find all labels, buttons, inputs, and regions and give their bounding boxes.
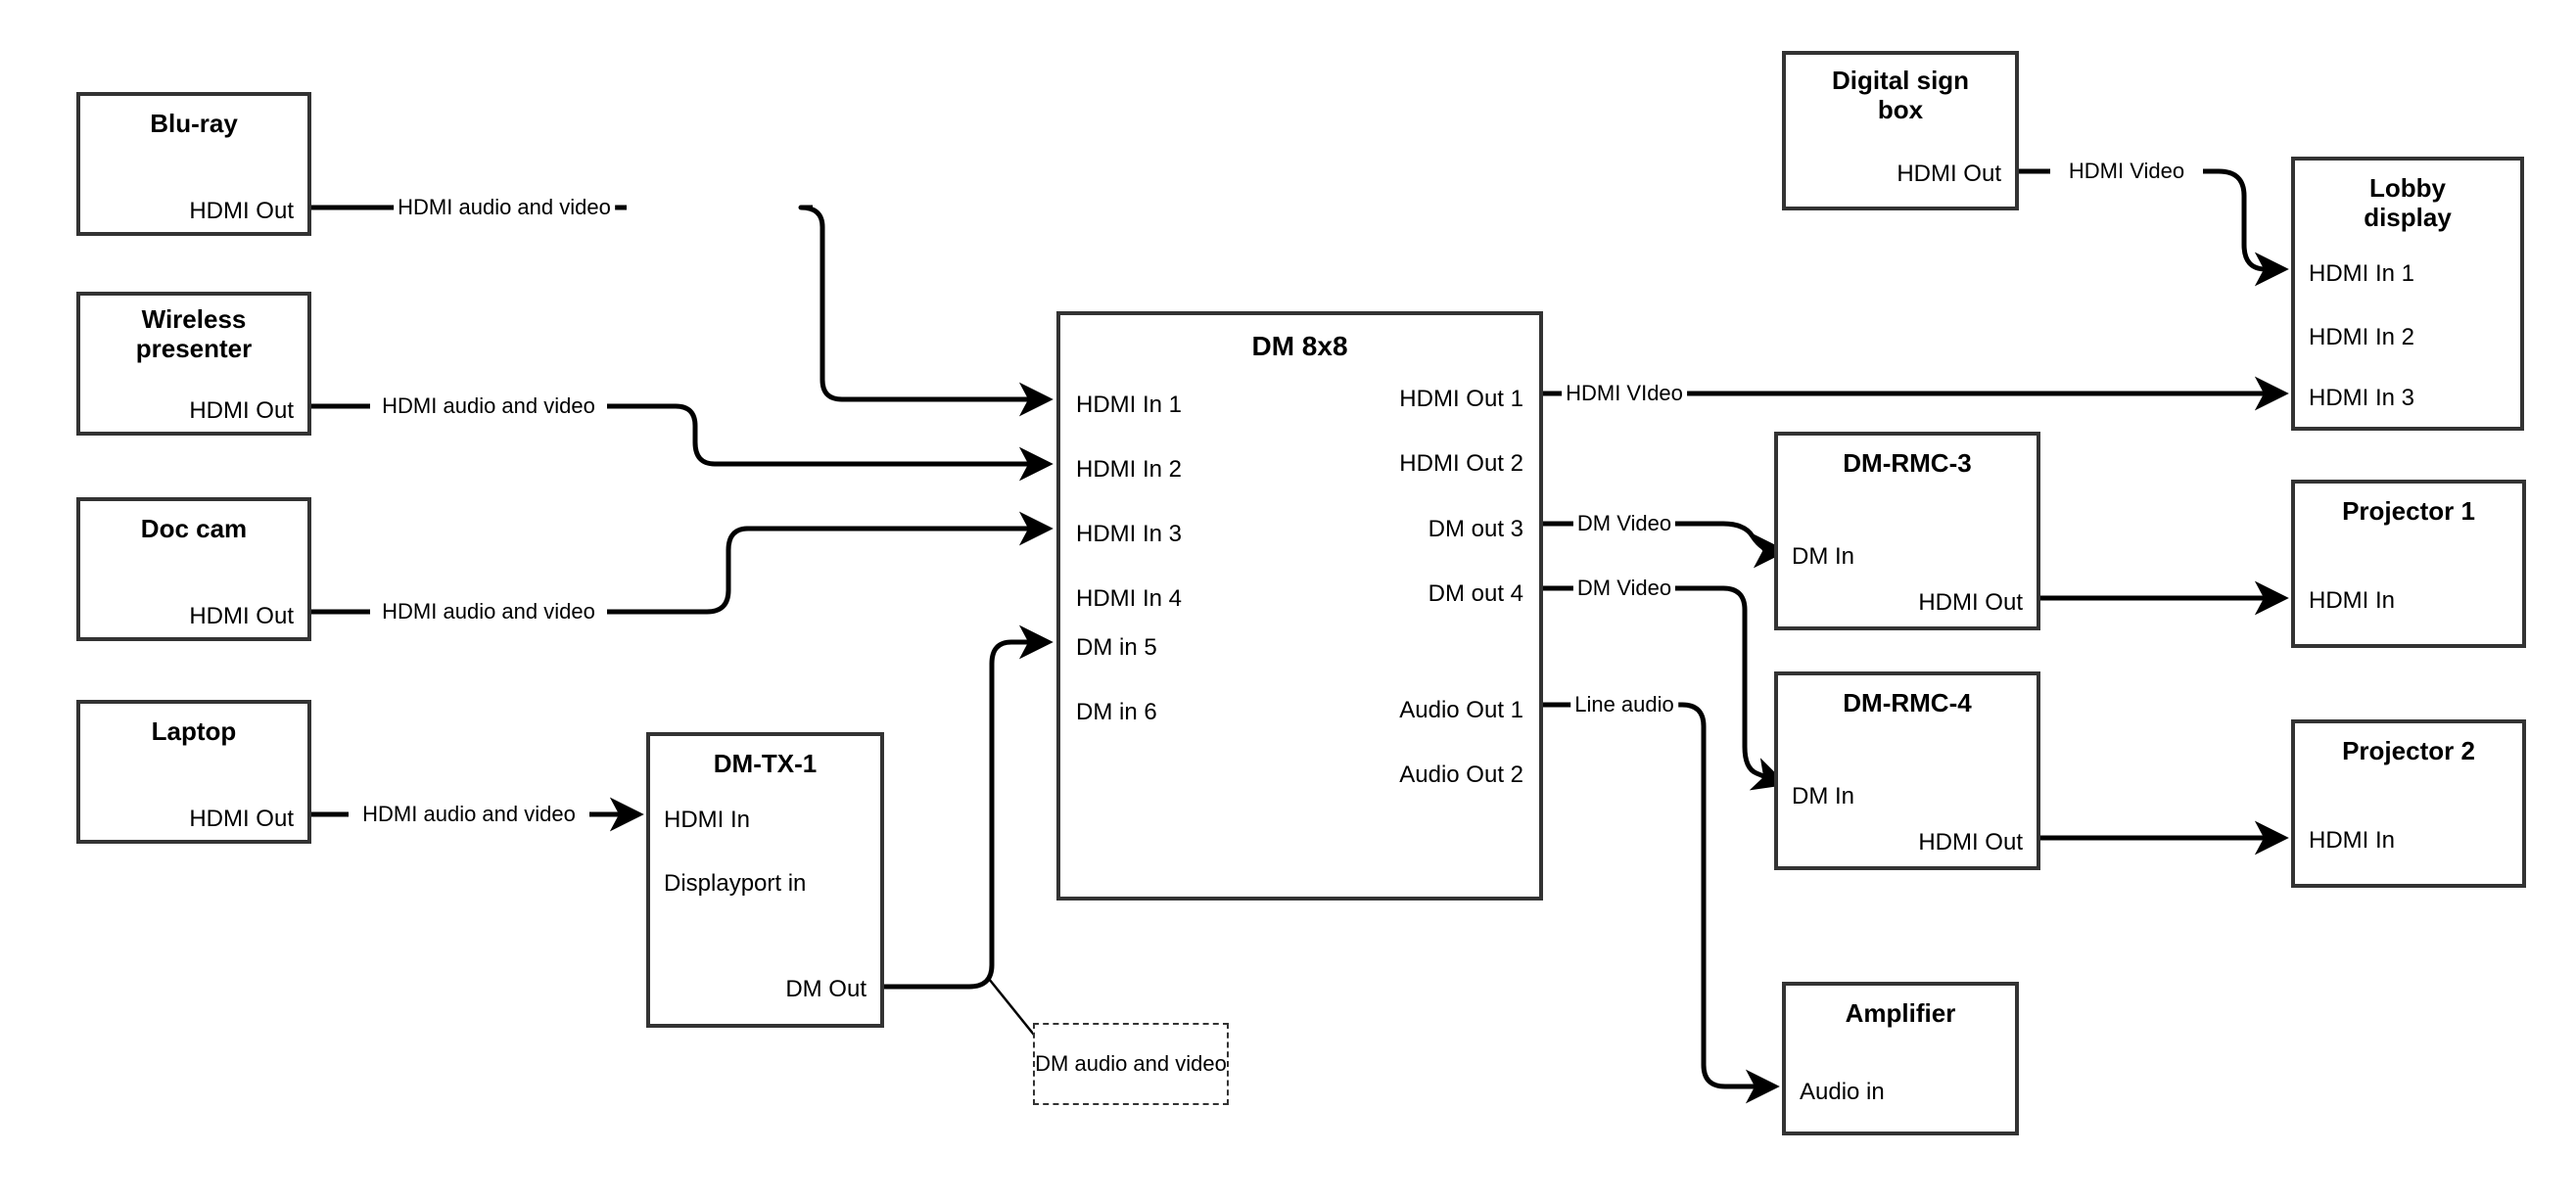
node-dm-rmc-3-port-hdmi-out: HDMI Out	[1918, 589, 2023, 616]
node-dm-8x8-output-dm-out-3: DM out 3	[1428, 516, 1523, 542]
node-wireless-presenter-title: Wireless presenter	[135, 304, 253, 363]
node-dm-8x8-output-audio-out-2: Audio Out 2	[1399, 762, 1523, 788]
wire-doccam-to-dm8x8-in3-b	[607, 511, 1054, 615]
node-dm-8x8-input-hdmi-in-1: HDMI In 1	[1076, 392, 1183, 418]
node-dm-8x8-title: DM 8x8	[1251, 331, 1348, 361]
edge-label-bluray-to-dm8x8-in1: HDMI audio and video	[394, 195, 615, 220]
node-laptop[interactable]: Laptop HDMI Out	[76, 700, 311, 844]
node-dm-rmc-4-title: DM-RMC-4	[1843, 688, 1972, 717]
wire-dmtx1-to-dm8x8-in5	[884, 624, 1054, 990]
node-lobby-display-port-hdmi-in-3: HDMI In 3	[2309, 385, 2415, 411]
node-digital-sign-box-title: Digital sign box	[1831, 66, 1970, 124]
node-projector-1-port-hdmi-in: HDMI In	[2309, 587, 2396, 614]
node-dm-8x8-input-dm-in-5: DM in 5	[1076, 634, 1157, 661]
node-dm-8x8-input-hdmi-in-4: HDMI In 4	[1076, 585, 1183, 612]
node-dm-8x8-output-hdmi-out-1: HDMI Out 1	[1399, 386, 1523, 412]
wire-bluray-to-dm8x8-in1-b	[798, 205, 1054, 417]
edge-label-dm8x8-out1-to-lobby: HDMI VIdeo	[1562, 381, 1687, 406]
node-amplifier-title: Amplifier	[1845, 998, 1956, 1028]
node-dm-tx-1-title: DM-TX-1	[713, 749, 818, 778]
node-dm-tx-1-port-dm-out: DM Out	[785, 976, 866, 1002]
node-wireless-presenter[interactable]: Wireless presenter HDMI Out	[76, 292, 311, 436]
wire-dm8x8-out3-to-rmc3-b	[1664, 521, 1788, 569]
node-dm-tx-1-port-displayport-in: Displayport in	[664, 870, 807, 897]
wire-digitalsign-to-lobby-in1-b	[2203, 168, 2289, 287]
node-lobby-display-title: Lobby display	[2364, 173, 2452, 232]
edge-label-dm8x8-out4-to-rmc4: DM Video	[1572, 576, 1676, 601]
node-bluray[interactable]: Blu-ray HDMI Out	[76, 92, 311, 236]
node-dm-8x8-output-dm-out-4: DM out 4	[1428, 580, 1523, 607]
node-dm-rmc-3-title: DM-RMC-3	[1843, 448, 1972, 478]
node-dm-8x8-input-dm-in-6: DM in 6	[1076, 699, 1157, 725]
node-wireless-presenter-port-hdmi-out: HDMI Out	[189, 397, 294, 424]
node-dm-tx-1-port-hdmi-in: HDMI In	[664, 807, 751, 833]
edge-label-dm8x8-out3-to-rmc3: DM Video	[1572, 511, 1676, 536]
node-dm-tx-1[interactable]: DM-TX-1 HDMI In Displayport in DM Out	[646, 732, 884, 1028]
wire-dm8x8-audioout1-to-amp-b	[1664, 702, 1780, 1104]
node-doc-cam-title: Doc cam	[140, 514, 248, 543]
annotation-dm-audio-and-video: DM audio and video	[1033, 1023, 1229, 1105]
node-bluray-port-hdmi-out: HDMI Out	[189, 198, 294, 224]
node-dm-8x8-input-hdmi-in-3: HDMI In 3	[1076, 521, 1183, 547]
node-amplifier-port-audio-in: Audio in	[1800, 1079, 1885, 1105]
edge-label-wireless-to-dm8x8-in2: HDMI audio and video	[378, 393, 599, 419]
edge-label-doccam-to-dm8x8-in3: HDMI audio and video	[378, 599, 599, 624]
wire-dm8x8-out4-to-rmc4-b	[1664, 585, 1788, 791]
wire-wireless-to-dm8x8-in2-b	[607, 403, 1054, 482]
node-dm-rmc-3-port-dm-in: DM In	[1792, 543, 1855, 570]
node-projector-2[interactable]: Projector 2 HDMI In	[2291, 719, 2526, 888]
node-dm-rmc-4-port-dm-in: DM In	[1792, 783, 1855, 809]
edge-label-laptop-to-dmtx1: HDMI audio and video	[358, 802, 580, 827]
node-doc-cam[interactable]: Doc cam HDMI Out	[76, 497, 311, 641]
node-doc-cam-port-hdmi-out: HDMI Out	[189, 603, 294, 629]
node-lobby-display[interactable]: Lobby display HDMI In 1 HDMI In 2 HDMI I…	[2291, 157, 2524, 431]
node-projector-2-port-hdmi-in: HDMI In	[2309, 827, 2396, 854]
node-projector-2-title: Projector 2	[2342, 736, 2475, 765]
node-dm-8x8-input-hdmi-in-2: HDMI In 2	[1076, 456, 1183, 483]
node-bluray-title: Blu-ray	[150, 109, 238, 138]
node-amplifier[interactable]: Amplifier Audio in	[1782, 982, 2019, 1135]
node-lobby-display-port-hdmi-in-2: HDMI In 2	[2309, 324, 2415, 350]
node-dm-rmc-4-port-hdmi-out: HDMI Out	[1918, 829, 2023, 855]
node-dm-rmc-4[interactable]: DM-RMC-4 DM In HDMI Out	[1774, 671, 2040, 870]
node-digital-sign-box-port-hdmi-out: HDMI Out	[1897, 161, 2001, 187]
node-digital-sign-box[interactable]: Digital sign box HDMI Out	[1782, 51, 2019, 210]
node-dm-8x8-output-hdmi-out-2: HDMI Out 2	[1399, 450, 1523, 477]
node-projector-1[interactable]: Projector 1 HDMI In	[2291, 480, 2526, 648]
node-laptop-port-hdmi-out: HDMI Out	[189, 806, 294, 832]
node-dm-8x8[interactable]: DM 8x8 HDMI In 1 HDMI In 2 HDMI In 3 HDM…	[1056, 311, 1543, 901]
node-dm-8x8-output-audio-out-1: Audio Out 1	[1399, 697, 1523, 723]
node-laptop-title: Laptop	[151, 716, 237, 746]
node-lobby-display-port-hdmi-in-1: HDMI In 1	[2309, 260, 2415, 287]
edge-label-digitalsign-to-lobby: HDMI Video	[2064, 159, 2189, 184]
node-projector-1-title: Projector 1	[2342, 496, 2475, 526]
edge-label-dm8x8-audioout1-to-amp: Line audio	[1570, 692, 1678, 717]
node-dm-rmc-3[interactable]: DM-RMC-3 DM In HDMI Out	[1774, 432, 2040, 630]
